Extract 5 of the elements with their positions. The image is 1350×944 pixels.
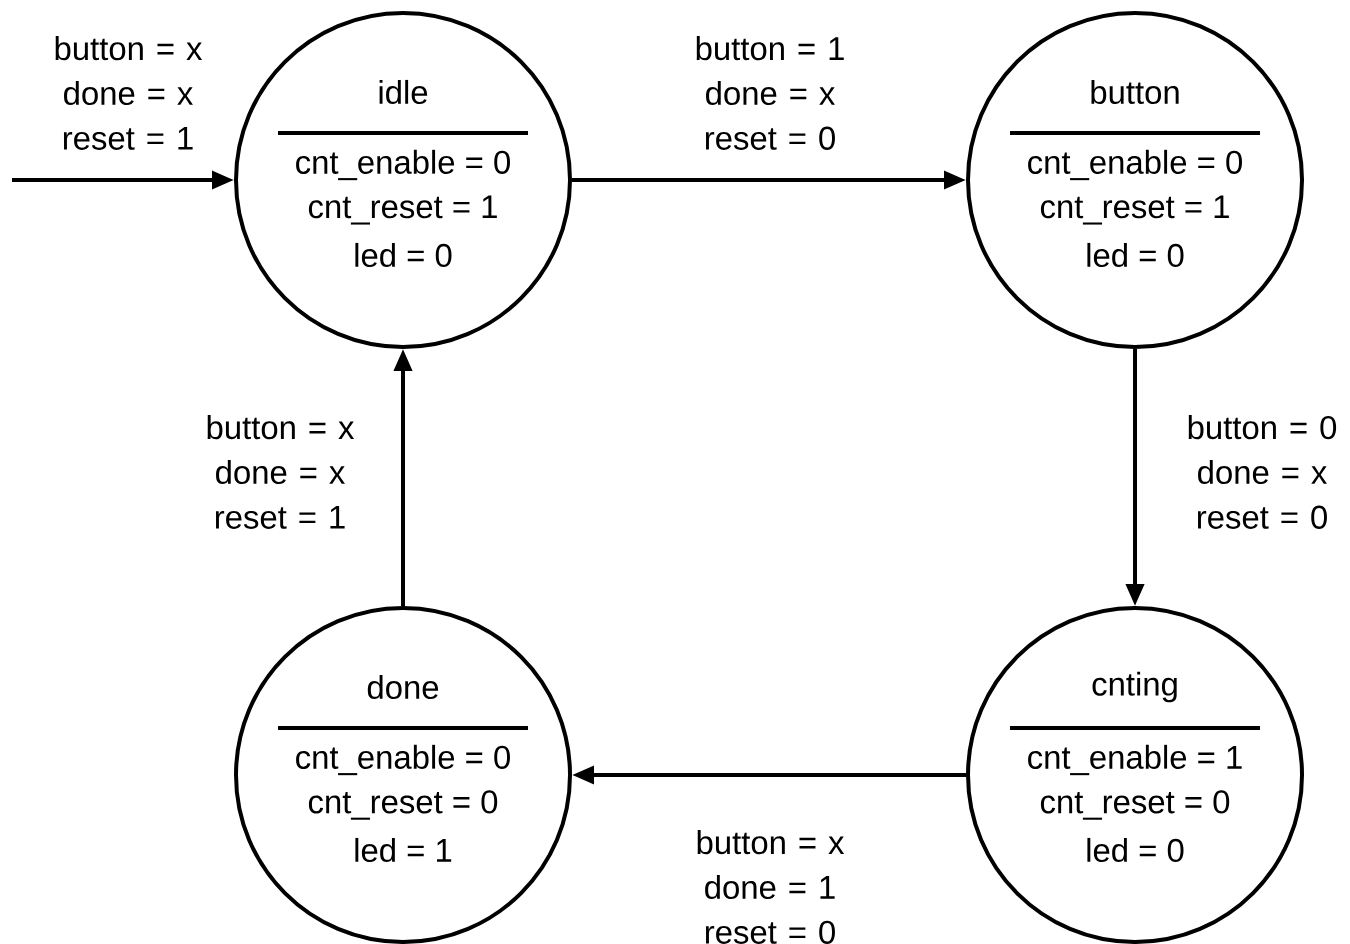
edge-label: button = 0 done = x reset = 0	[1188, 415, 1337, 529]
edge-label: button = x done = 1 reset = 0	[697, 830, 845, 944]
edge-label: button = x done = x reset = 1	[207, 415, 355, 529]
edge-label: button = x done = x reset = 1	[55, 36, 203, 150]
edge-label: button = 1 done = x reset = 0	[696, 36, 844, 150]
